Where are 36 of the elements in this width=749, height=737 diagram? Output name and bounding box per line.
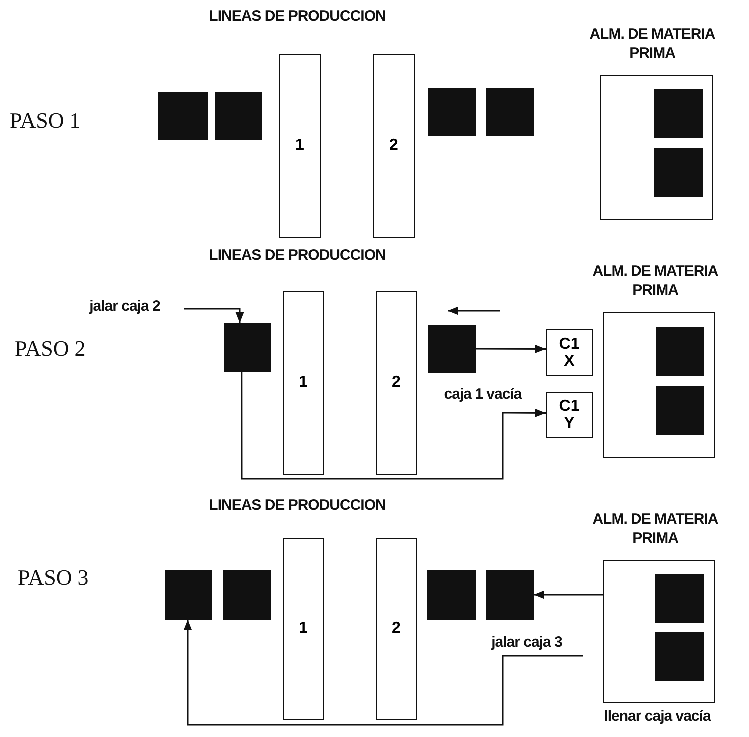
- filled-box: [486, 88, 534, 136]
- filled-box: [486, 570, 534, 620]
- heading-text: LINEAS DE PRODUCCION: [208, 497, 387, 516]
- warehouse-heading: ALM. DE MATERIA PRIMA: [592, 262, 720, 301]
- filled-box: [656, 327, 704, 376]
- step-label: PASO 3: [18, 565, 90, 592]
- arrow: [241, 372, 546, 480]
- warehouse-heading: ALM. DE MATERIA PRIMA: [592, 510, 720, 549]
- kanban-card: C1 Y: [546, 392, 593, 438]
- arrow: [184, 308, 244, 323]
- step-label: PASO 1: [10, 108, 82, 135]
- filled-box: [656, 386, 704, 435]
- heading-text: caja 1 vacía: [443, 386, 524, 405]
- heading-text: LINEAS DE PRODUCCION: [208, 8, 387, 27]
- instruction-text: jalar caja 2: [66, 298, 184, 320]
- warehouse-heading: ALM. DE MATERIA PRIMA: [588, 25, 716, 64]
- arrow: [476, 344, 546, 354]
- filled-box: [224, 323, 271, 372]
- step-label: PASO 2: [15, 336, 87, 363]
- caption-text: llenar caja vacía: [603, 708, 712, 727]
- filled-box: [158, 92, 208, 140]
- kanban-card: C1 X: [546, 329, 593, 376]
- filled-box: [654, 148, 703, 197]
- filled-box: [165, 570, 212, 620]
- filled-box: [223, 570, 271, 620]
- filled-box: [215, 92, 262, 140]
- filled-box: [428, 88, 476, 136]
- filled-box: [428, 325, 476, 373]
- heading-text: LINEAS DE PRODUCCION: [208, 247, 387, 266]
- instruction-text: jalar caja 3: [466, 634, 588, 656]
- filled-box: [427, 570, 476, 620]
- filled-box: [655, 632, 704, 681]
- filled-box: [654, 89, 703, 138]
- arrow: [534, 590, 603, 600]
- arrow: [184, 620, 584, 726]
- filled-box: [655, 574, 704, 623]
